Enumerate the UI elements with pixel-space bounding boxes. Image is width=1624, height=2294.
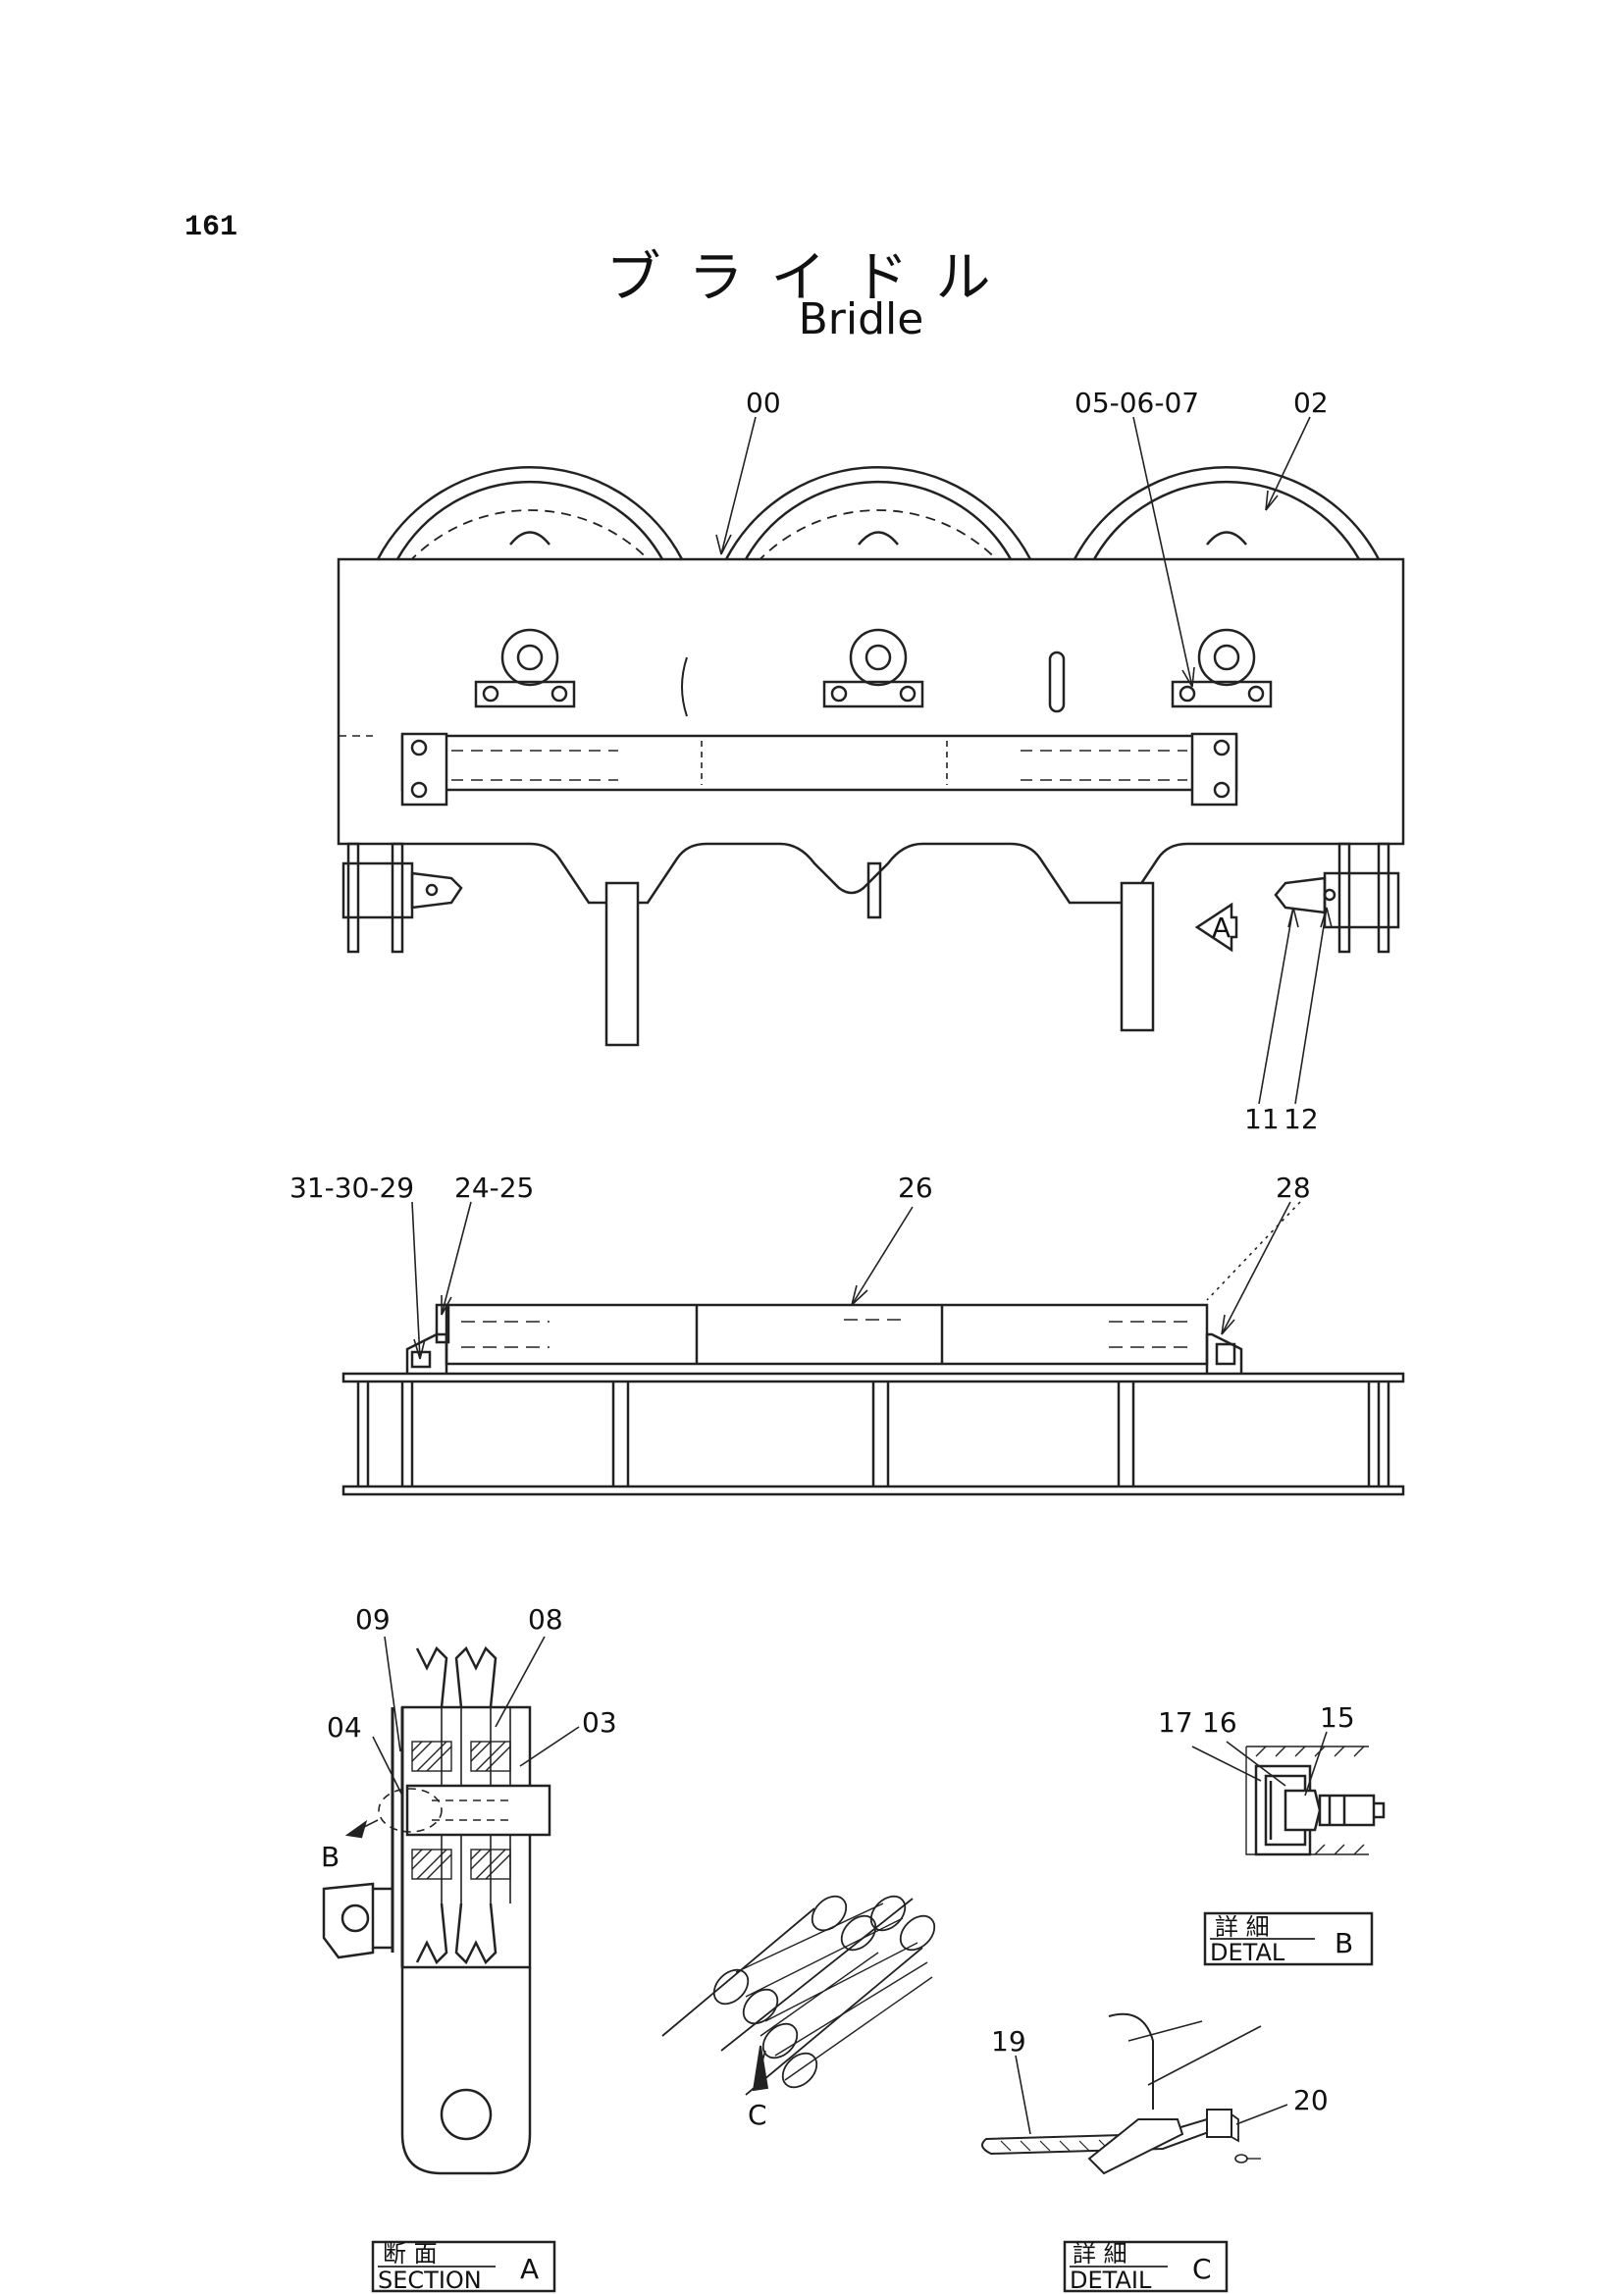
callout-05-06-07: 05-06-07 (1074, 387, 1199, 419)
detail-c-view: 19 20 詳 細 DETAIL C (981, 2012, 1329, 2294)
callout-02: 02 (1293, 387, 1329, 419)
callout-04: 04 (327, 1711, 362, 1744)
callout-08: 08 (528, 1603, 563, 1636)
section-a-view: 09 08 04 03 B 断 面 SECTION A (321, 1603, 617, 2294)
detail-c-label-box: 詳 細 DETAIL C (1063, 2240, 1229, 2294)
callout-15: 15 (1320, 1701, 1355, 1734)
bridle-frame-body (337, 557, 1405, 905)
title-japanese: ブライドル (605, 246, 1019, 310)
detail-b-letter: B (1335, 1927, 1353, 1959)
top-leaders (715, 416, 1333, 1105)
callout-24-25: 24-25 (454, 1172, 534, 1204)
page-number: 161 (184, 211, 238, 244)
detail-b-en: DETAL (1210, 1939, 1285, 1966)
callout-12: 12 (1283, 1103, 1319, 1135)
callout-09: 09 (355, 1603, 391, 1636)
rope-reeving-view: C (661, 1895, 936, 2131)
section-a-marker-b: B (321, 1841, 340, 1873)
clevis-right (1274, 842, 1400, 954)
detail-b-view: 17 16 15 詳 細 DETAL B (1158, 1701, 1386, 1966)
callout-03: 03 (582, 1706, 617, 1739)
view-a-letter: A (1212, 912, 1231, 944)
title-english: Bridle (798, 294, 924, 344)
top-assembly-view: A 00 05-06-07 02 11 12 (337, 387, 1405, 1135)
section-a-jp: 断 面 (383, 2240, 438, 2268)
shaft-tube (400, 732, 1238, 807)
callout-31-30-29: 31-30-29 (289, 1172, 414, 1204)
callout-11: 11 (1244, 1103, 1280, 1135)
callout-00: 00 (746, 387, 781, 419)
detail-c-letter: C (1192, 2253, 1212, 2285)
section-a-label-box: 断 面 SECTION A (371, 2240, 556, 2294)
detail-c-jp: 詳 細 (1073, 2240, 1127, 2268)
rope-marker-c: C (748, 2099, 767, 2131)
callout-17: 17 (1158, 1706, 1193, 1739)
detail-c-en: DETAIL (1070, 2267, 1152, 2294)
callout-16: 16 (1202, 1706, 1237, 1739)
callout-28: 28 (1276, 1172, 1311, 1204)
section-a-en: SECTION (378, 2267, 482, 2294)
section-a-letter: A (520, 2253, 539, 2285)
bearing-blocks (474, 628, 1273, 708)
side-view: 31-30-29 24-25 26 28 (289, 1172, 1405, 1496)
sheave-right (1073, 466, 1381, 560)
detail-b-label-box: 詳 細 DETAL B (1203, 1911, 1374, 1966)
callout-19: 19 (991, 2025, 1026, 2058)
callout-26: 26 (898, 1172, 933, 1204)
view-a-arrow: A (1194, 902, 1238, 953)
callout-20: 20 (1293, 2084, 1329, 2116)
section-a-bearings (411, 1741, 511, 1880)
detail-b-jp: 詳 細 (1215, 1913, 1270, 1941)
clevis-left (341, 842, 463, 954)
